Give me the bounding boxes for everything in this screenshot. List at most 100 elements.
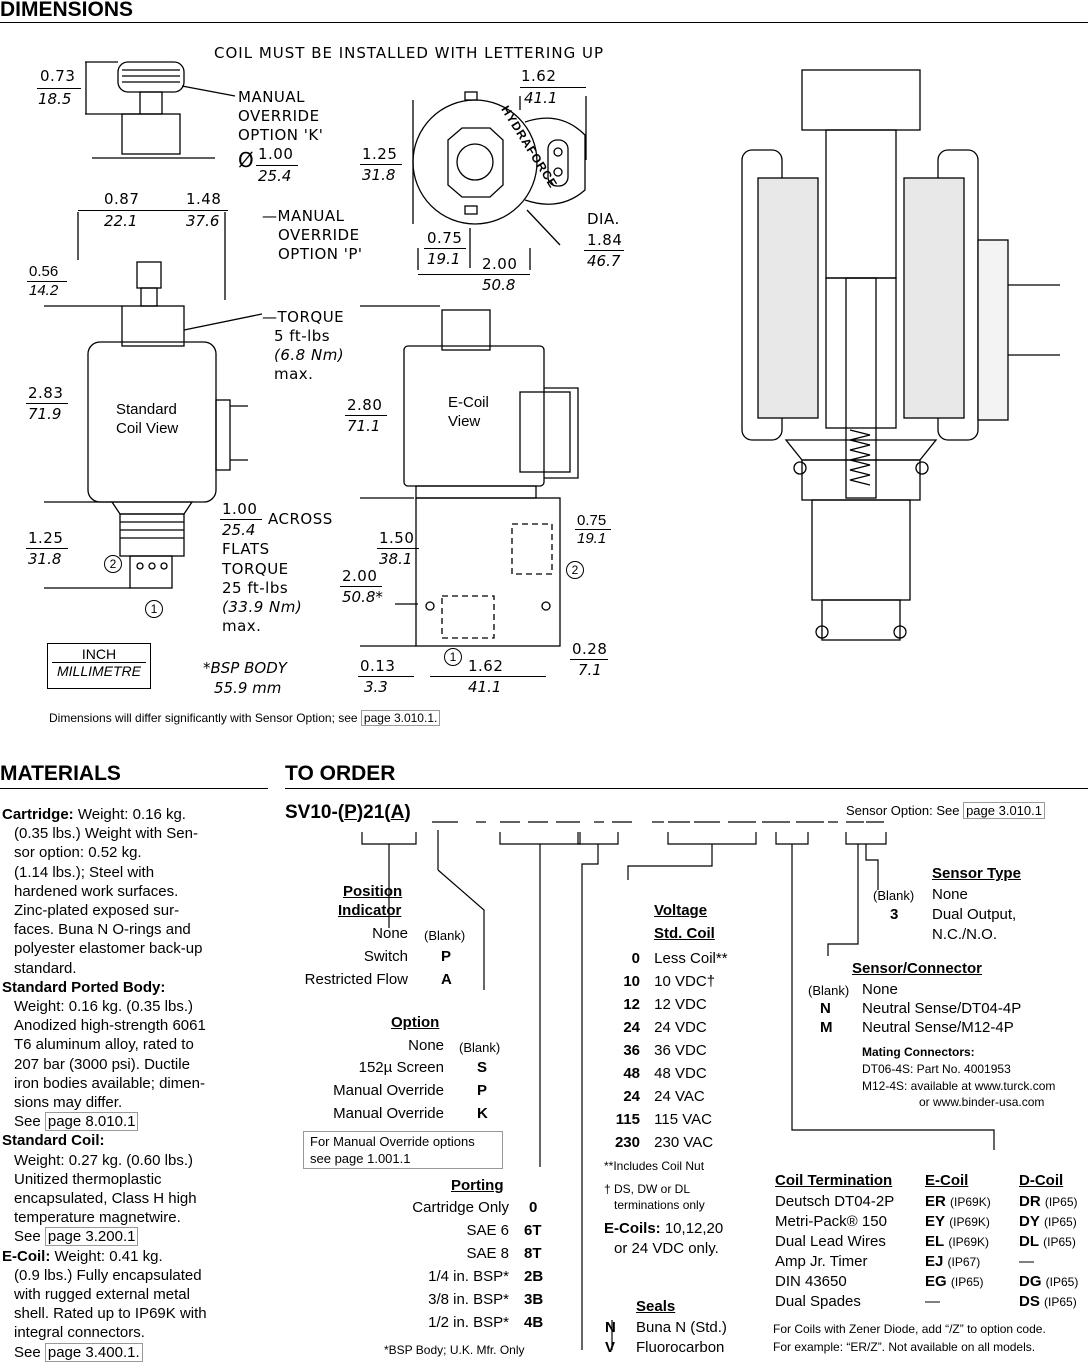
position-row-code: P <box>441 948 452 965</box>
dcoil-column-header: D-Coil <box>1019 1172 1064 1189</box>
sensor-type-label: Dual Output, <box>932 906 1017 923</box>
dim-376: 37.6 <box>186 212 220 230</box>
seals-label: Buna N (Std.) <box>636 1319 727 1336</box>
ecoils-note-2: or 24 VDC only. <box>614 1240 719 1257</box>
dim-719: 71.9 <box>28 405 62 423</box>
materials-list: Cartridge: Weight: 0.16 kg. (0.35 lbs.) … <box>2 805 257 1362</box>
port-2-marker: 2 <box>566 561 584 579</box>
text-line: sions may differ. <box>14 1094 123 1112</box>
dcoil-rating: (IP65) <box>1045 1275 1079 1289</box>
text-line: Unitized thermoplastic <box>14 1170 162 1188</box>
mating-connector-line: or www.binder-usa.com <box>919 1095 1045 1109</box>
materials-rule <box>0 788 268 789</box>
bsp-body-mm: 55.9 mm <box>214 679 282 697</box>
units-legend-box: INCH MILLIMETRE <box>47 643 151 689</box>
dim-200a: 2.00 <box>482 255 518 273</box>
voltage-code: 0 <box>631 950 640 967</box>
ecoil-rating: (IP69K) <box>949 1215 990 1229</box>
text-line: Standard <box>116 401 177 418</box>
sensor-type-code: (Blank) <box>873 888 915 903</box>
position-row-label: Restricted Flow <box>304 971 408 988</box>
text-line: TORQUE <box>277 308 345 326</box>
dcoil-rating: (IP65) <box>1044 1295 1077 1309</box>
dim-162b: 1.62 <box>468 657 504 675</box>
text-line: standard. <box>14 959 77 977</box>
porting-row-code: 2B <box>524 1268 544 1285</box>
ecoils-note: E-Coils: 10,12,20 <box>604 1220 723 1237</box>
dim-028: 0.28 <box>572 640 608 658</box>
termination-label: Dual Lead Wires <box>775 1233 886 1250</box>
porting-row-code: 4B <box>524 1314 544 1331</box>
ecoil-heading: E-Coil: <box>2 1247 51 1265</box>
text-line: MANUAL <box>238 88 306 106</box>
mating-connector-line: M12-4S: available at www.turck.com <box>862 1079 1056 1093</box>
coil-install-note: COIL MUST BE INSTALLED WITH LETTERING UP <box>214 44 604 62</box>
page-link[interactable]: page 3.010.1. <box>360 710 441 726</box>
voltage-code: 10 <box>623 973 640 990</box>
dcoil-code: — <box>1019 1253 1034 1270</box>
page-link[interactable]: page 3.400.1. <box>44 1342 143 1362</box>
coil-nut-note: **Includes Coil Nut <box>604 1159 705 1173</box>
sensor-connector-label: Neutral Sense/M12-4P <box>862 1019 1014 1036</box>
across-label: ACROSS <box>268 510 333 528</box>
page-link[interactable]: page 8.010.1 <box>44 1112 139 1132</box>
position-row-label: Switch <box>363 948 408 965</box>
voltage-label: Less Coil** <box>654 950 728 967</box>
port-1-marker: 1 <box>145 600 163 618</box>
manual-override-k-label: MANUAL OVERRIDE OPTION 'K' <box>238 88 323 145</box>
see-text: See <box>14 1113 41 1131</box>
ecoil-side-view-drawing <box>360 305 579 647</box>
dim-185: 18.5 <box>38 90 72 108</box>
text-line: max. <box>274 365 314 383</box>
porting-row-code: 8T <box>524 1245 542 1262</box>
bsp-body-note: *BSP BODY <box>203 659 287 677</box>
dcoil-rating: (IP65) <box>1043 1235 1076 1249</box>
port-1-marker: 1 <box>444 648 462 666</box>
porting-row-label: 3/8 in. BSP* <box>428 1291 509 1308</box>
dcoil-code: DL <box>1019 1233 1039 1250</box>
dia-label: DIA. <box>587 210 620 228</box>
voltage-label: 10 VDC† <box>654 973 716 990</box>
porting-row-code: 6T <box>524 1222 542 1239</box>
dim-711: 71.1 <box>347 417 381 435</box>
ecoil-rating: (IP69K) <box>950 1195 991 1209</box>
dim-318b: 31.8 <box>28 550 62 568</box>
dim-073: 0.73 <box>40 67 76 85</box>
text-line: iron bodies available; dimen- <box>14 1074 205 1092</box>
position-row-label: None <box>372 925 408 942</box>
voltage-label: 115 VAC <box>654 1111 712 1128</box>
see-text: See <box>14 1228 41 1246</box>
dim-rule <box>575 529 611 530</box>
page-link[interactable]: page 3.200.1 <box>44 1227 139 1247</box>
text-line: MANUAL <box>277 207 345 225</box>
dim-184: 1.84 <box>587 231 623 249</box>
text-line: (6.8 Nm) <box>274 346 345 364</box>
option-title: Option <box>391 1014 440 1031</box>
dim-013: 0.13 <box>360 657 396 675</box>
dimension-drawings <box>44 61 1060 647</box>
text-line: integral connectors. <box>14 1324 145 1342</box>
dim-rule <box>377 548 419 549</box>
standard-coil-side-view-drawing <box>44 212 263 589</box>
position-title: Position <box>343 883 403 900</box>
sensor-option-note: Sensor Option: See page 3.010.1 <box>846 802 1045 819</box>
dim-150: 1.50 <box>379 529 415 547</box>
sensor-type-code: 3 <box>890 906 899 923</box>
position-row-code: A <box>441 971 452 988</box>
voltage-title-2: Std. Coil <box>654 925 715 942</box>
page-link[interactable]: page 3.010.1 <box>963 802 1045 819</box>
text-line: Anodized high-strength 6061 <box>14 1017 206 1035</box>
ecoil-view-label: E-Coil View <box>448 393 489 431</box>
option-row-label: 152µ Screen <box>358 1059 444 1076</box>
dim-075b: 0.75 <box>577 512 607 529</box>
seals-label: Fluorocarbon <box>636 1339 725 1356</box>
text: 10,12,20 <box>664 1220 724 1237</box>
text: P <box>344 802 357 823</box>
text-line: For Manual Override options <box>310 1134 475 1149</box>
terminations-note: † DS, DW or DL <box>604 1182 691 1196</box>
ecoil-code: EY <box>925 1213 946 1230</box>
text-line: OVERRIDE <box>278 226 360 244</box>
text-line: OPTION 'P' <box>278 245 363 263</box>
text-line: Weight: 0.16 kg. <box>77 806 186 823</box>
